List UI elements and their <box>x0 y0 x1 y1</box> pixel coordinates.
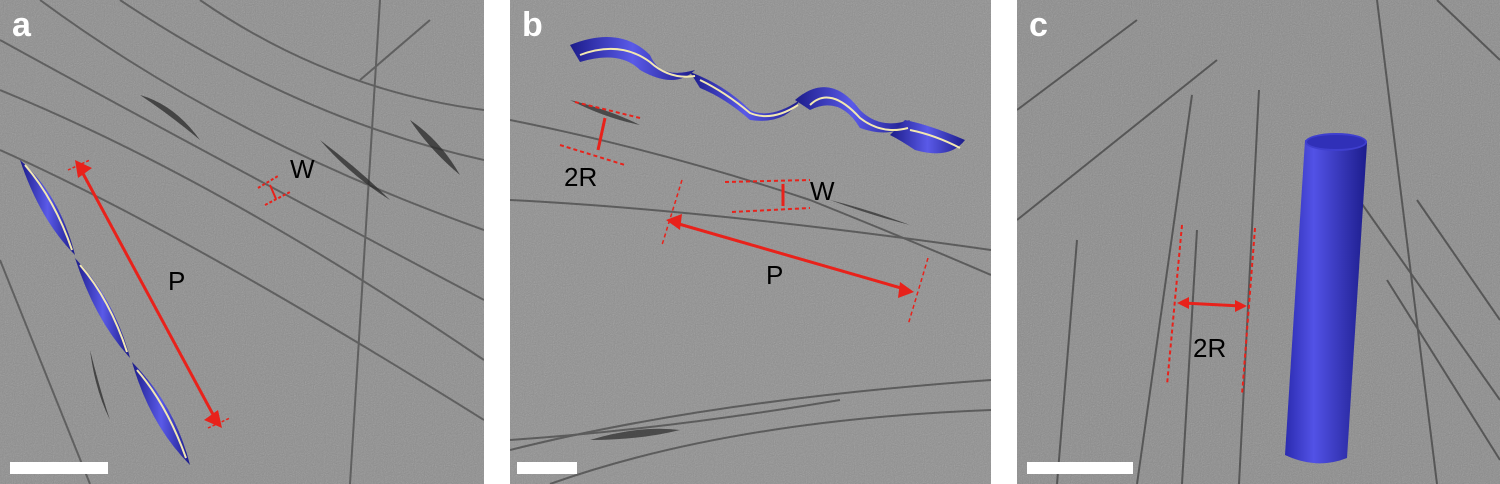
panel-letter: c <box>1029 6 1048 44</box>
panel-b: b 2R W P <box>510 0 991 484</box>
scale-bar <box>10 462 108 474</box>
diameter-label: 2R <box>1193 333 1227 363</box>
panel-letter: b <box>522 6 543 44</box>
width-label: W <box>290 154 315 184</box>
pitch-label: P <box>168 266 186 296</box>
panel-letter: a <box>12 6 31 44</box>
diameter-marker-b <box>559 101 641 166</box>
pitch-arrow-b <box>661 179 929 326</box>
panel-a: a W P <box>0 0 484 484</box>
micrograph-b <box>510 0 991 484</box>
helical-ribbon-model-icon <box>570 37 965 154</box>
pitch-arrow-a <box>67 159 231 429</box>
tube-model-icon <box>1285 133 1367 464</box>
width-label: W <box>810 176 835 206</box>
fibril-lines-b <box>510 119 991 484</box>
pitch-label: P <box>766 260 784 290</box>
micrograph-a <box>0 0 484 484</box>
twisted-ribbon-model-icon <box>20 160 190 465</box>
scale-bar <box>1027 462 1133 474</box>
scale-bar <box>517 462 577 474</box>
diameter-label: 2R <box>564 162 598 192</box>
width-marker-b <box>724 179 811 213</box>
panel-c: c 2R <box>1017 0 1500 484</box>
micrograph-c <box>1017 0 1500 484</box>
diameter-marker-c <box>1166 224 1256 396</box>
width-marker-a <box>257 175 291 206</box>
